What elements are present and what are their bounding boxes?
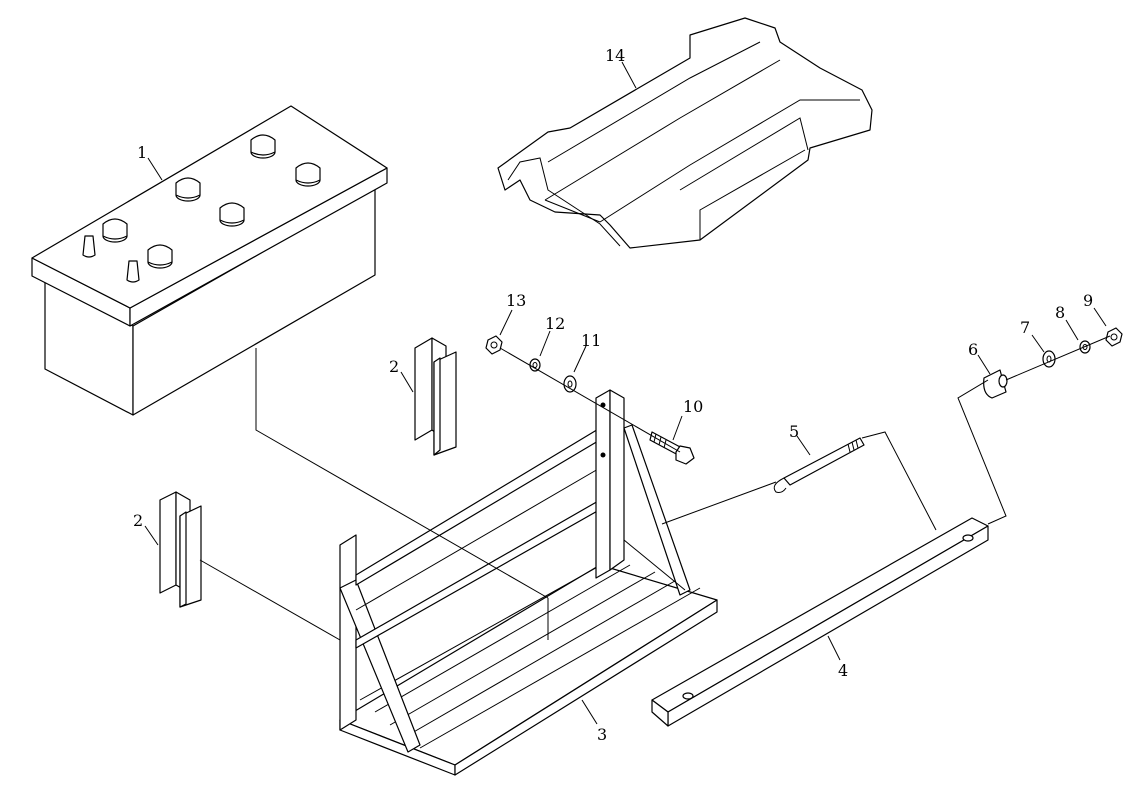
callout-1: 1 [137, 143, 147, 162]
callout-2b: 2 [133, 511, 143, 530]
battery [31, 105, 388, 416]
bracket-lower [159, 491, 202, 608]
washer-7 [1042, 350, 1056, 368]
clamp-bar [651, 517, 989, 727]
callout-14: 14 [605, 46, 625, 65]
battery-tray [339, 389, 718, 776]
callout-7: 7 [1020, 318, 1030, 337]
callout-2a: 2 [389, 357, 399, 376]
callout-11: 11 [581, 331, 601, 350]
nut-9 [1105, 327, 1123, 347]
callout-8: 8 [1055, 303, 1065, 322]
callout-4: 4 [838, 661, 848, 680]
callout-3: 3 [597, 725, 607, 744]
battery-cover [497, 17, 873, 249]
callout-6: 6 [968, 340, 978, 359]
assembly-lines [199, 335, 1111, 641]
nut-13 [485, 335, 503, 355]
callout-10: 10 [683, 397, 703, 416]
battery-terminals [82, 134, 321, 283]
washer-11 [563, 375, 577, 393]
bracket-upper [414, 337, 457, 456]
spacer [983, 369, 1008, 399]
callout-9: 9 [1083, 291, 1093, 310]
bolt-10 [649, 431, 695, 465]
washer-12 [529, 358, 541, 372]
callout-13: 13 [506, 291, 526, 310]
callout-5: 5 [789, 422, 799, 441]
callout-pointers [144, 61, 1107, 725]
callout-12: 12 [545, 314, 565, 333]
callout-labels: 1 2 2 3 4 5 6 7 8 9 10 11 12 13 14 [133, 46, 1093, 744]
hook-rod [773, 437, 865, 493]
